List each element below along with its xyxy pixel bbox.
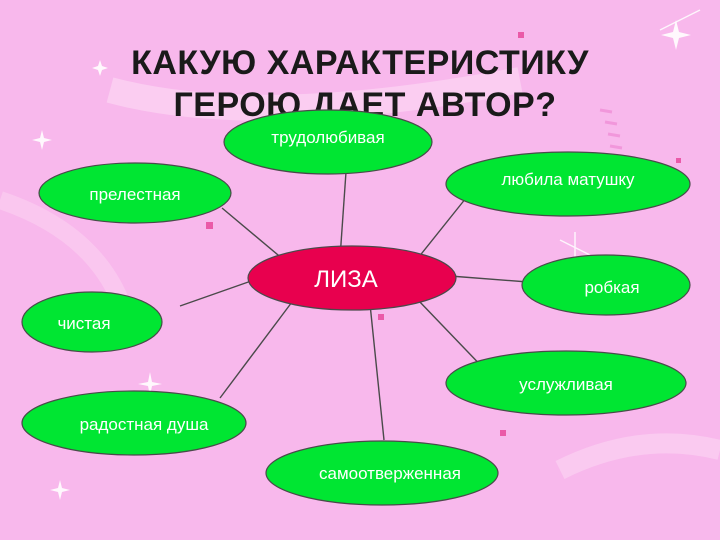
- trait-node-label: самоотверженная: [319, 464, 461, 483]
- trait-node-label: услужливая: [519, 375, 613, 394]
- trait-node-shape: [445, 151, 691, 217]
- trait-node-label: чистая: [57, 314, 110, 333]
- connector-line: [449, 275, 529, 283]
- trait-node: трудолюбивая: [223, 109, 433, 175]
- title-line-1: КАКУЮ ХАРАКТЕРИСТИКУ: [131, 44, 589, 82]
- trait-node-shape: [265, 440, 499, 506]
- connector-line: [417, 197, 467, 259]
- trait-node: самоотверженная: [265, 440, 499, 506]
- connector-line: [219, 301, 293, 399]
- trait-node: чистая: [21, 291, 163, 353]
- connector-line: [369, 303, 385, 441]
- trait-node-shape: [21, 390, 247, 456]
- decorative-dots: [206, 32, 681, 436]
- trait-node: услужливая: [445, 350, 687, 416]
- trait-node-label: радостная душа: [80, 415, 209, 434]
- slide-title: КАКУЮ ХАРАКТЕРИСТИКУ ГЕРОЮ ДАЕТ АВТОР?: [0, 40, 720, 128]
- trait-node: робкая: [521, 254, 691, 316]
- center-node-label: ЛИЗА: [314, 266, 378, 293]
- trait-node-shape: [521, 254, 691, 316]
- trait-node: радостная душа: [21, 390, 247, 456]
- trait-node-shape: [38, 162, 232, 224]
- trait-node-shape: [445, 350, 687, 416]
- connector-line: [339, 171, 347, 259]
- center-node-shape: [247, 245, 457, 311]
- trait-node: любила матушку: [445, 151, 691, 217]
- connector-line: [221, 207, 285, 261]
- connector-line: [179, 279, 255, 307]
- trait-node-label: трудолюбивая: [271, 128, 384, 147]
- trait-node-label: робкая: [584, 278, 639, 297]
- center-node: ЛИЗА: [247, 245, 457, 311]
- trait-node-shape: [223, 109, 433, 175]
- trait-node-shape: [21, 291, 163, 353]
- trait-node-label: прелестная: [89, 185, 180, 204]
- trait-node-label: любила матушку: [501, 170, 635, 189]
- trait-node: прелестная: [38, 162, 232, 224]
